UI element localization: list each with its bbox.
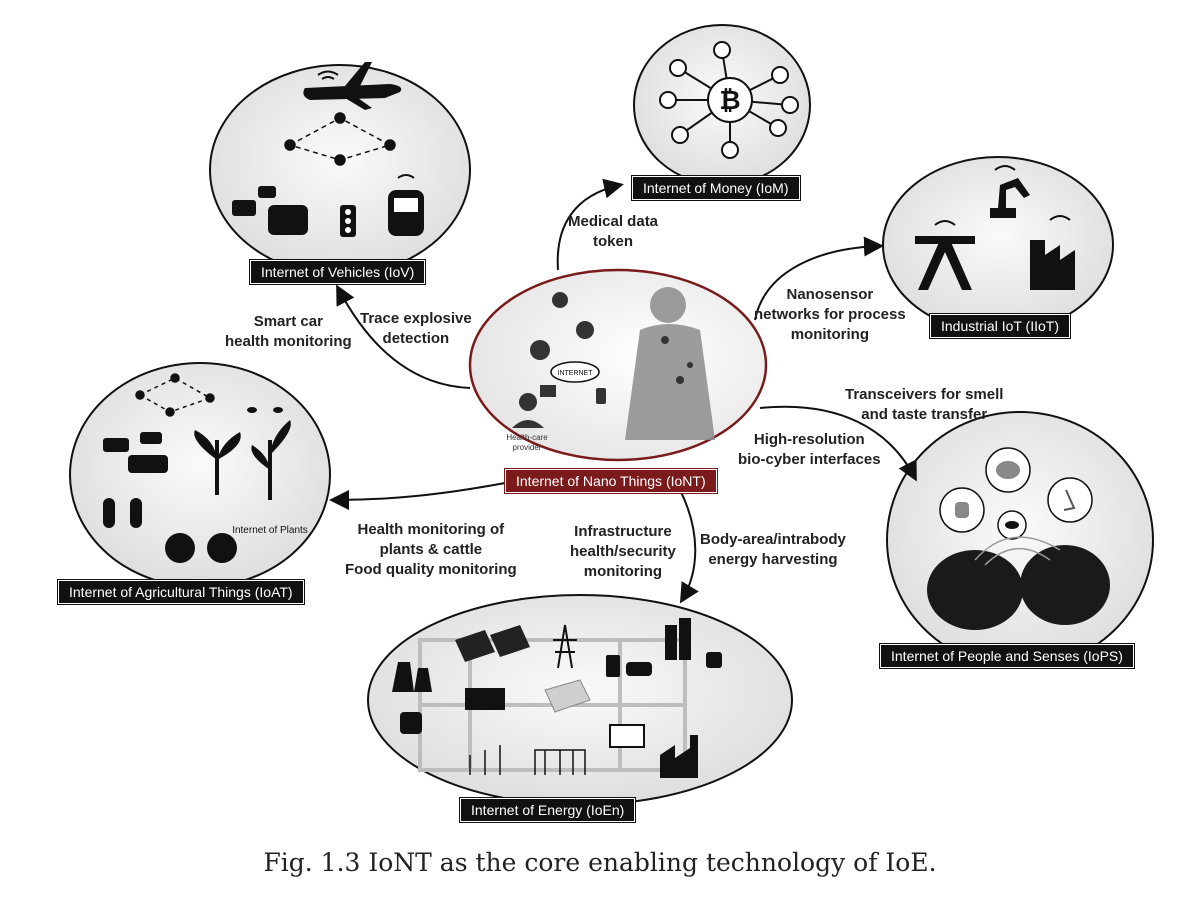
nerve-connections — [974, 536, 1061, 566]
arrow-to-iiot — [754, 236, 884, 321]
health-care-label: Health-care — [506, 433, 548, 442]
iiot-label: Industrial IoT (IIoT) — [928, 313, 1072, 339]
arrow-to-iov — [336, 284, 471, 389]
edge-line: energy harvesting — [708, 551, 838, 568]
iov-label: Internet of Vehicles (IoV) — [248, 259, 427, 285]
edge-line: Trace explosive — [360, 310, 472, 327]
internet-of-plants-label: Internet of Plants — [232, 525, 308, 536]
edge-label-smart-car: Smart car health monitoring — [225, 312, 352, 352]
drone-swarm-icon — [284, 112, 396, 166]
brain-icon — [996, 461, 1020, 479]
human-body-figure — [625, 287, 715, 440]
arrow-to-ioen — [679, 489, 699, 604]
bitcoin-network-icon — [659, 41, 799, 159]
doctor-icon — [512, 393, 544, 428]
internet-cloud-icon — [550, 361, 600, 383]
plant-roots-icon — [251, 420, 291, 500]
edge-line: Food quality monitoring — [345, 561, 517, 578]
insects-icon — [247, 407, 283, 413]
internet-cloud-label: INTERNET — [558, 370, 594, 377]
edge-label-ioen-infra: Infrastructure health/security monitorin… — [570, 522, 676, 582]
industry-icon — [660, 735, 698, 778]
arrow-to-ioat — [329, 482, 506, 510]
robot-arm-icon — [990, 178, 1030, 218]
leaf-recycle-icon — [207, 533, 237, 563]
iont-label: Internet of Nano Things (IoNT) — [504, 468, 718, 494]
mouth-icon — [1005, 521, 1019, 529]
iops-bubble — [886, 411, 1154, 669]
edge-line: High-resolution — [753, 431, 865, 448]
edge-line: Body-area/intrabody — [700, 531, 846, 548]
edge-line: health/security — [570, 543, 676, 560]
train-icon — [388, 174, 424, 236]
edge-line: Nanosensor — [786, 286, 874, 303]
ioat-bubble — [69, 362, 331, 588]
cattle-icon — [103, 432, 168, 473]
edge-line: plants & cattle — [379, 541, 483, 558]
nuclear-icon — [400, 712, 422, 734]
plant-icon — [194, 430, 241, 495]
edge-line: detection — [382, 330, 450, 347]
iiot-bubble — [882, 156, 1114, 334]
nose-icon — [1063, 489, 1076, 511]
edge-label-ioen-body: Body-area/intrabody energy harvesting — [700, 530, 846, 570]
edge-line: health monitoring — [225, 333, 352, 350]
edge-line: monitoring — [790, 326, 870, 343]
drones-icon — [135, 373, 215, 417]
power-plant-icon — [392, 662, 432, 692]
bitcoin-symbol-icon: ₿ — [719, 85, 740, 115]
factory-icon — [1030, 240, 1075, 290]
ioat-label: Internet of Agricultural Things (IoAT) — [57, 579, 305, 605]
thermometer-icon — [103, 498, 142, 528]
edge-label-trace: Trace explosive detection — [360, 309, 472, 349]
plug-socket-icon — [706, 652, 722, 668]
arrow-to-iom — [556, 178, 624, 271]
traffic-light-icon — [340, 205, 356, 237]
arrow-to-iops — [759, 405, 917, 482]
oil-pump-icon — [915, 236, 975, 290]
wifi-icon — [317, 70, 339, 80]
edge-line: Smart car — [253, 313, 323, 330]
battery-storage-icon — [544, 679, 591, 713]
nanoparticles-icon — [530, 292, 693, 384]
edge-label-ioat: Health monitoring of plants & cattle Foo… — [345, 520, 517, 580]
edge-label-iom: Medical data token — [568, 212, 658, 252]
car-icon — [232, 186, 308, 235]
edge-label-iops-bottom: High-resolution bio-cyber interfaces — [738, 430, 881, 470]
wind-turbines-icon — [469, 745, 501, 775]
buildings-icon — [665, 618, 691, 660]
ev-charging-icon — [606, 655, 652, 677]
hand-icon — [955, 502, 969, 518]
phone-icon — [596, 388, 606, 404]
edge-line: Health monitoring of — [357, 521, 505, 538]
iom-label: Internet of Money (IoM) — [631, 175, 801, 201]
edge-line: and taste transfer — [861, 406, 988, 423]
computer-icon — [540, 385, 556, 397]
battery-icon — [609, 724, 645, 748]
edge-line: Medical data — [568, 213, 659, 230]
ioen-label: Internet of Energy (IoEn) — [458, 797, 637, 823]
edge-line: monitoring — [583, 563, 663, 580]
edge-line: Transceivers for smell — [845, 386, 1004, 403]
water-drop-icon — [165, 533, 195, 563]
human-heads-icon — [927, 545, 1110, 630]
solar-panels-icon — [455, 625, 530, 662]
edge-line: bio-cyber interfaces — [738, 451, 881, 468]
figure-caption: Fig. 1.3 IoNT as the core enabling techn… — [263, 848, 937, 877]
edge-line: networks for process — [754, 306, 906, 323]
iops-label: Internet of People and Senses (IoPS) — [879, 643, 1135, 669]
edge-label-iops-top: Transceivers for smell and taste transfe… — [845, 385, 1003, 425]
hydro-dam-icon — [465, 688, 505, 710]
transmission-tower-icon — [553, 624, 577, 669]
wifi-signals-icon — [934, 165, 1071, 226]
provider-label: provider — [513, 443, 542, 452]
airplane-icon — [303, 62, 402, 110]
iont-hub — [468, 268, 768, 462]
edge-line: Infrastructure — [574, 523, 672, 540]
edge-line: token — [593, 233, 634, 250]
substation-icon — [534, 749, 586, 775]
edge-label-iiot: Nanosensor networks for process monitori… — [754, 285, 906, 345]
